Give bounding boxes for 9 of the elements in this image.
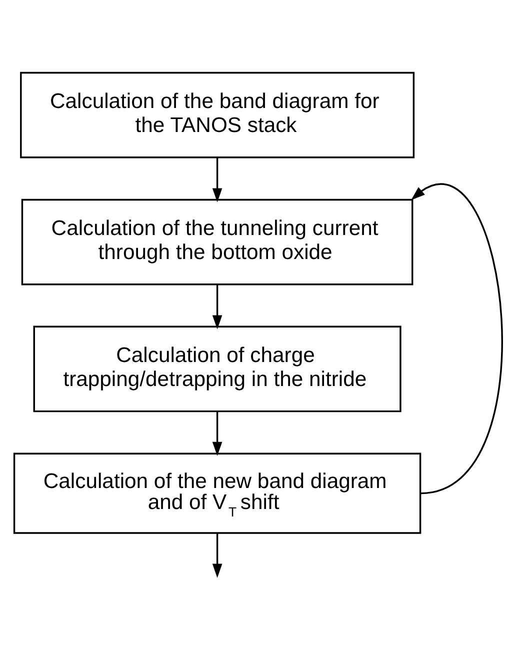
arrow (212, 533, 222, 578)
node-box: Calculation of the new band diagram and of V$_{T}$ shift (12, 452, 421, 534)
arrow (212, 284, 222, 330)
node-box: Calculation of the band diagram for the TANOS stack (20, 72, 414, 158)
node-box: Calculation of the tunneling current through the bottom oxide (20, 198, 413, 286)
arrow (212, 157, 222, 202)
arrow (212, 412, 222, 456)
node-box: Calculation of charge trapping/detrapping in the nitride (32, 326, 401, 412)
arrow (410, 184, 502, 494)
